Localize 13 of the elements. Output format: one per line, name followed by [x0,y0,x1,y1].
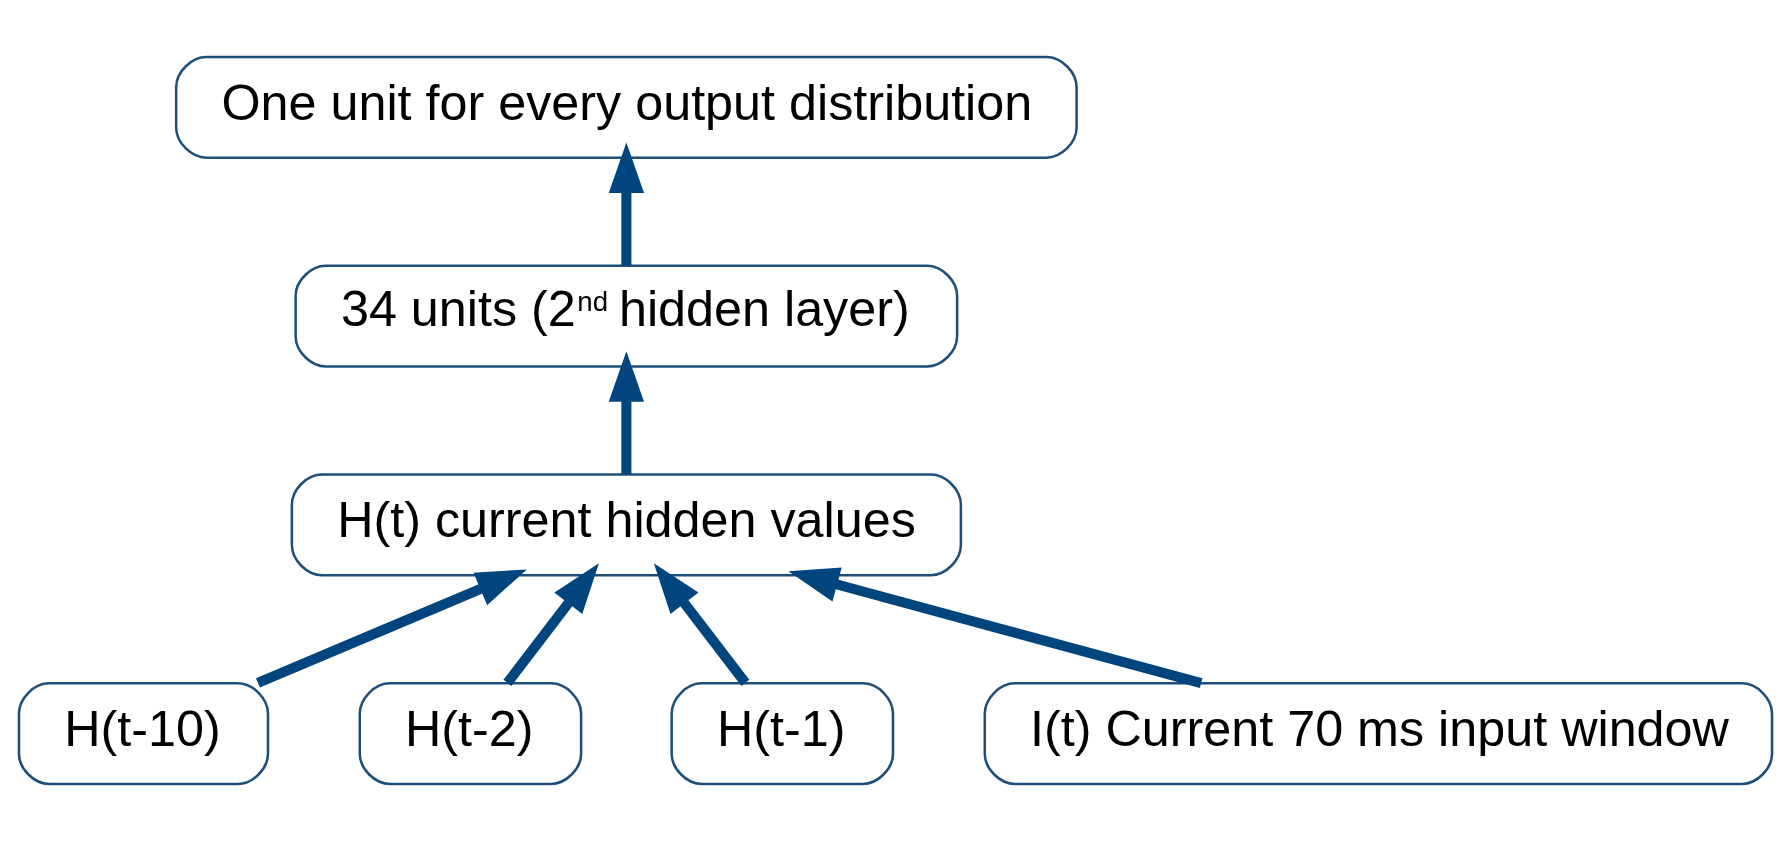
arrow [503,563,599,686]
arrow [255,569,527,688]
node-box: One unit for every output distribution [174,55,1078,159]
node-box: I(t) Current 70 ms input window [983,682,1774,786]
node-box: H(t) current hidden values [290,473,963,577]
arrow [608,351,645,475]
arrow [653,563,750,686]
arrow [608,142,645,266]
node-box: H(t-10) [17,682,270,786]
node-box: 34 units (2$^{nd}$ hidden layer) [294,264,959,368]
node-box: H(t-1) [670,682,895,786]
node-box: H(t-2) [358,682,583,786]
arrow [788,567,1203,688]
